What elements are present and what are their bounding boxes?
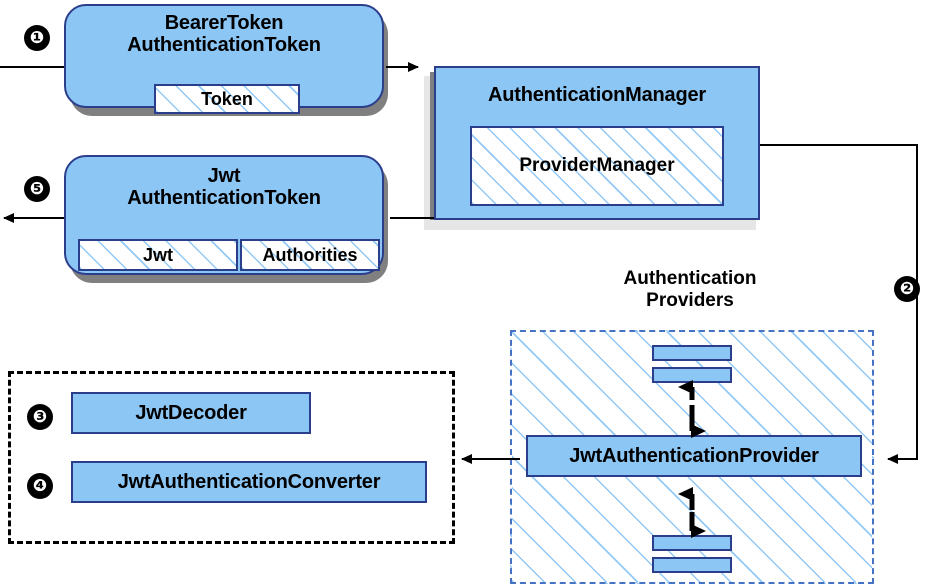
token-inner-box: Token [154, 84, 300, 114]
step-badge-5-label: ❺ [29, 178, 45, 199]
jwt-token-title: Jwt AuthenticationToken [127, 165, 321, 210]
provider-stub-bottom-2 [652, 557, 732, 573]
authentication-manager-block[interactable]: AuthenticationManager ProviderManager [434, 66, 760, 220]
step-badge-4: ❹ [27, 473, 53, 499]
jwt-authentication-converter-block[interactable]: JwtAuthenticationConverter [71, 461, 427, 503]
jwt-authentication-provider-title: JwtAuthenticationProvider [569, 445, 819, 467]
jwt-inner-box: Jwt [78, 239, 238, 271]
bearer-token-authentication-token-block[interactable]: BearerToken AuthenticationToken Token [64, 4, 384, 114]
provider-manager-inner-box: ProviderManager [470, 126, 724, 206]
step-badge-4-label: ❹ [32, 475, 48, 496]
provider-manager-label: ProviderManager [519, 155, 675, 176]
authentication-providers-caption: Authentication Providers [623, 268, 757, 311]
bearer-token-title: BearerToken AuthenticationToken [127, 12, 321, 57]
jwt-decoder-title: JwtDecoder [135, 402, 247, 424]
authorities-label: Authorities [262, 244, 358, 265]
step-badge-2: ❷ [894, 276, 920, 302]
provider-stub-top-1 [652, 345, 732, 361]
step-badge-1-label: ❶ [29, 27, 45, 48]
provider-stub-top-2 [652, 367, 732, 383]
step-badge-2-label: ❷ [899, 278, 915, 299]
jwt-decoder-block[interactable]: JwtDecoder [71, 392, 311, 434]
step-badge-3: ❸ [27, 404, 53, 430]
token-label: Token [201, 88, 253, 109]
jwt-authentication-converter-title: JwtAuthenticationConverter [117, 471, 381, 493]
jwt-authentication-provider-block[interactable]: JwtAuthenticationProvider [526, 435, 862, 477]
jwt-authentication-token-block[interactable]: Jwt AuthenticationToken Jwt Authorities [64, 155, 384, 275]
provider-stub-bottom-1 [652, 535, 732, 551]
step-badge-1: ❶ [24, 25, 50, 51]
authentication-manager-title: AuthenticationManager [487, 84, 707, 106]
jwt-label: Jwt [142, 244, 173, 265]
step-badge-3-label: ❸ [32, 406, 48, 427]
step-badge-5: ❺ [24, 176, 50, 202]
authorities-inner-box: Authorities [240, 239, 380, 271]
